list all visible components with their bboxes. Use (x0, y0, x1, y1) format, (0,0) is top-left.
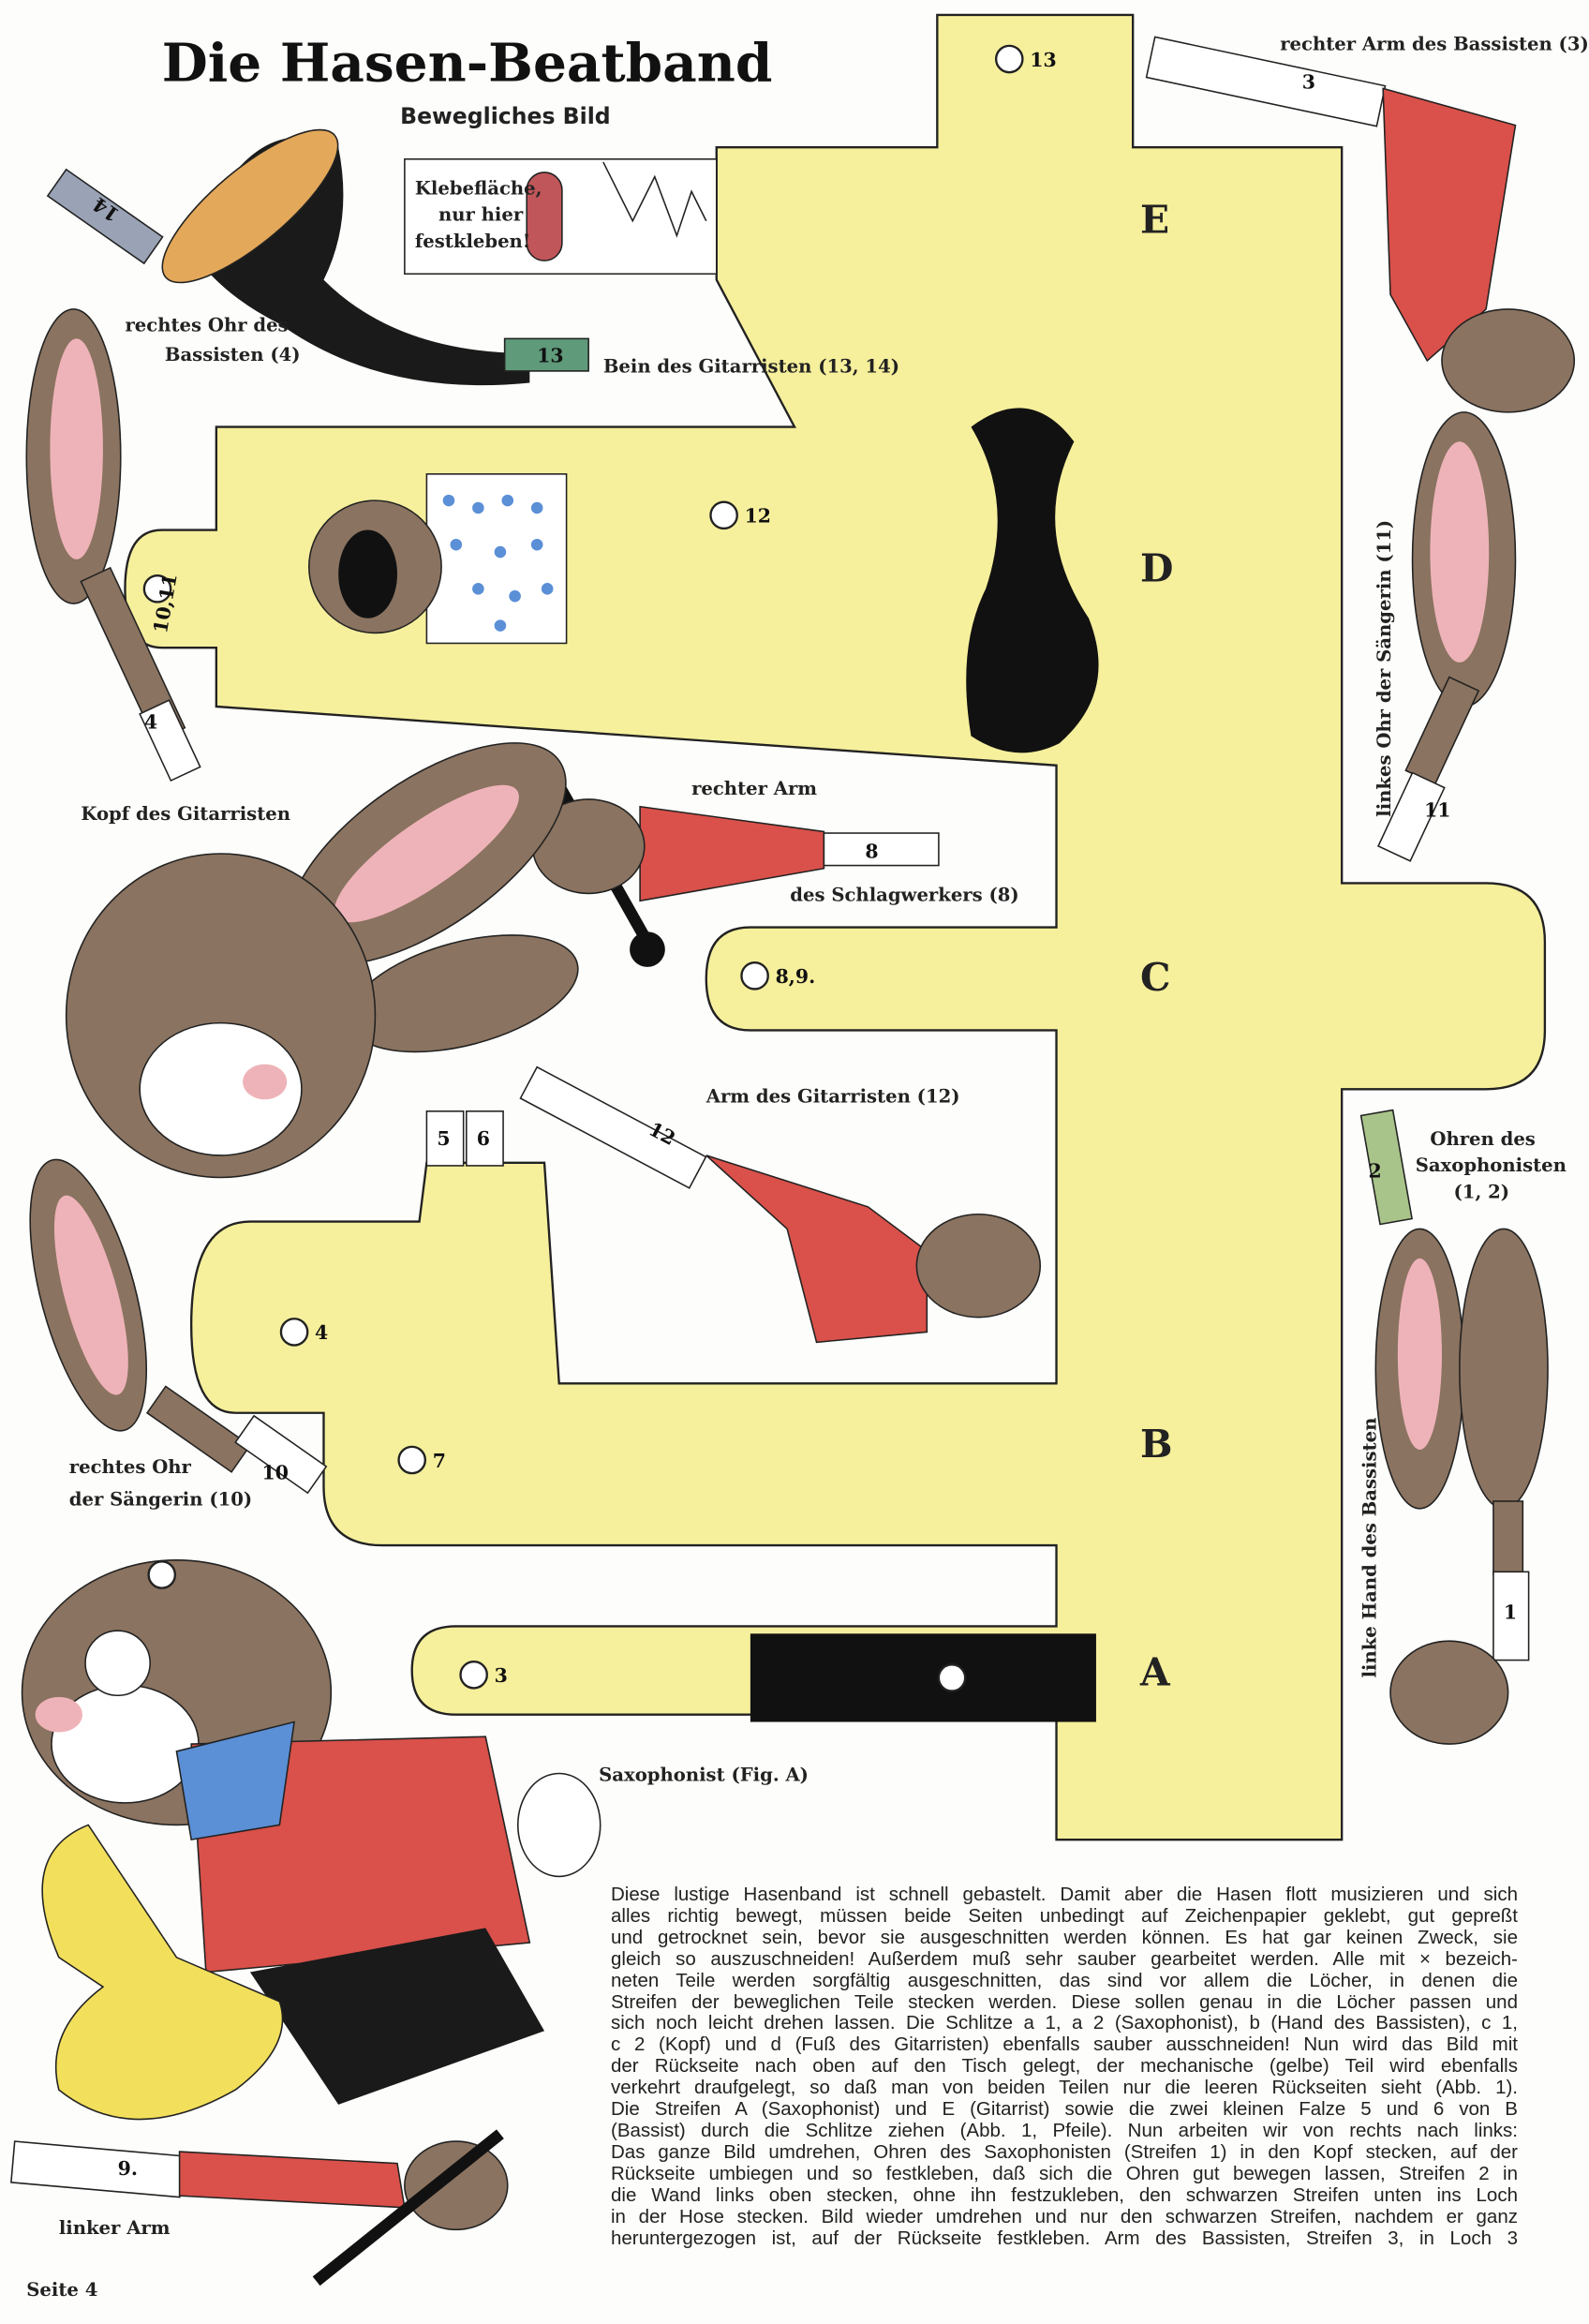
glue-spot (526, 171, 563, 261)
strip-1-number: 1 (1504, 1601, 1517, 1624)
label-saxophonist: Saxophonist (Fig. A) (599, 1764, 809, 1785)
mechanism-main-strip (124, 13, 1547, 1841)
label-singer-right-ear-2: der Sängerin (10) (69, 1489, 252, 1511)
guitarist-arm: 12 (519, 1065, 1042, 1344)
page-number: Seite 4 (26, 2279, 97, 2301)
strip-letter-e: E (1140, 197, 1169, 242)
strip-3-number: 3 (1302, 70, 1315, 93)
label-singer-right-ear-1: rechtes Ohr (69, 1456, 192, 1478)
hole-3-number: 3 (495, 1664, 508, 1687)
instructions-line: alles richtig bewegt, müssen beide Seite… (611, 1904, 1518, 1927)
strip-13 (503, 337, 589, 372)
strip-letter-a: A (1139, 1649, 1171, 1694)
strip-13-number: 13 (537, 345, 563, 367)
hole-7-number: 7 (433, 1450, 446, 1472)
instructions-line: die Wand links oben stecken, ohne ihn fe… (611, 2183, 1518, 2206)
saxophonist-figure (21, 1558, 601, 2121)
instructions-line: und getrocknet sein, bevor sie ausgeschn… (611, 1926, 1518, 1948)
glue-label-3: festkleben! (415, 231, 531, 252)
shirt-dots (442, 494, 554, 632)
cutout-holes (142, 44, 1024, 1692)
strip-9-number: 9. (118, 2157, 138, 2180)
hole-12-number: 12 (745, 505, 771, 528)
label-bassist-left-hand: linke Hand des Bassisten (1359, 1418, 1380, 1678)
label-drummer-arm-2: des Schlagwerkers (8) (790, 884, 1018, 905)
guitarist-head (65, 742, 579, 1179)
label-singer-left-ear: linkes Ohr der Sängerin (11) (1374, 520, 1395, 817)
strip-letter-b: B (1140, 1422, 1173, 1467)
page-title: Die Hasen-Beatband (162, 33, 773, 95)
fold-tab-6 (466, 1110, 504, 1167)
guitarist-leg-outline (602, 161, 707, 238)
hole-13-number: 13 (1030, 49, 1056, 71)
strip-11-number: 11 (1424, 799, 1450, 822)
label-guitarist-arm: Arm des Gitarristen (12) (705, 1085, 960, 1107)
singer-left-ear: 11 (1377, 411, 1517, 862)
page-subtitle: Bewegliches Bild (400, 103, 611, 129)
instructions-line: der Rückseite nach oben auf den Tisch ge… (611, 2055, 1518, 2078)
instructions-line: c 2 (Kopf) und d (Fuß des Gitarristen) e… (611, 2034, 1518, 2056)
strip-letter-d: D (1140, 545, 1173, 590)
guitarist-shoe (161, 128, 339, 284)
instructions-line: verkehrt draufgelegt, so daß man von bei… (611, 2077, 1518, 2099)
fold-tab-5 (425, 1110, 465, 1167)
instructions-line: in der Hose stecken. Bild wieder umdrehe… (611, 2205, 1518, 2227)
instructions-line: Rückseite umbiegen und so festkleben, da… (611, 2162, 1518, 2184)
left-arm: 9. (10, 2129, 509, 2287)
bassist-right-ear: 4 (25, 308, 201, 782)
label-bassist-right-ear-2: Bassisten (4) (165, 344, 301, 365)
hole-4-number: 4 (315, 1321, 328, 1344)
instructions-line: sich noch leicht drehen lassen. Die Schl… (611, 2012, 1518, 2034)
glue-label-2: nur hier (438, 204, 524, 226)
bassist-left-hand (1389, 1640, 1509, 1745)
instructions-line: Die Streifen A (Saxophonist) und E (Gita… (611, 2098, 1518, 2121)
label-sax-ears-2: Saxophonisten (1416, 1155, 1567, 1176)
instructions-text: Diese lustige Hasenband ist schnell geba… (611, 1884, 1518, 2249)
guitarist-foot-shadow (966, 408, 1099, 753)
label-drummer-arm-1: rechter Arm (691, 778, 817, 799)
drummer-right-arm: 8 (531, 769, 940, 967)
instructions-line: (Bassist) durch die Schlitze ziehen (Abb… (611, 2119, 1518, 2141)
label-left-arm: linker Arm (59, 2217, 171, 2239)
strip-14 (46, 168, 164, 265)
strip-2-number: 2 (1368, 1159, 1381, 1182)
saxophonist-ears: 2 1 (1359, 1109, 1549, 1661)
strip-8-number: 8 (865, 841, 878, 863)
label-bassist-right-arm: rechter Arm des Bassisten (3) (1280, 34, 1589, 55)
strip-10-number: 10 (262, 1461, 289, 1483)
label-bassist-right-ear-1: rechtes Ohr des (125, 315, 288, 336)
strip-letter-c: C (1140, 955, 1170, 1000)
instructions-line: Das ganze Bild umdrehen, Ohren des Saxop… (611, 2140, 1518, 2163)
hole-8-9-number: 8,9. (776, 965, 816, 988)
label-guitarist-leg: Bein des Gitarristen (13, 14) (603, 355, 899, 377)
black-strip (750, 1633, 1096, 1722)
yellow-mechanism (124, 13, 1547, 1841)
guitarist-mouth (338, 529, 397, 618)
label-sax-ears-1: Ohren des (1430, 1128, 1535, 1150)
bassist-right-arm: 3 (1145, 36, 1576, 413)
glue-label-1: Klebefläche, (415, 177, 542, 199)
instructions-line: gleich so auszuschneiden! Außerdem muß s… (611, 1947, 1518, 1970)
instructions-line: Streifen der beweglichen Teile stecken w… (611, 1990, 1518, 2013)
singer-right-ear: 10 (29, 1158, 328, 1495)
instructions-line: heruntergezogen ist, auf der Rückseite f… (611, 2227, 1518, 2249)
instructions-line: Diese lustige Hasenband ist schnell geba… (611, 1884, 1518, 1905)
strip-4-number: 4 (144, 711, 157, 734)
instructions-line: neten Teile werden sorgfältig ausgeschni… (611, 1969, 1518, 1991)
fold-6-number: 6 (477, 1127, 490, 1150)
label-sax-ears-3: (1, 2) (1454, 1181, 1510, 1202)
label-guitarist-head: Kopf des Gitarristen (81, 803, 290, 825)
fold-5-number: 5 (437, 1127, 450, 1150)
